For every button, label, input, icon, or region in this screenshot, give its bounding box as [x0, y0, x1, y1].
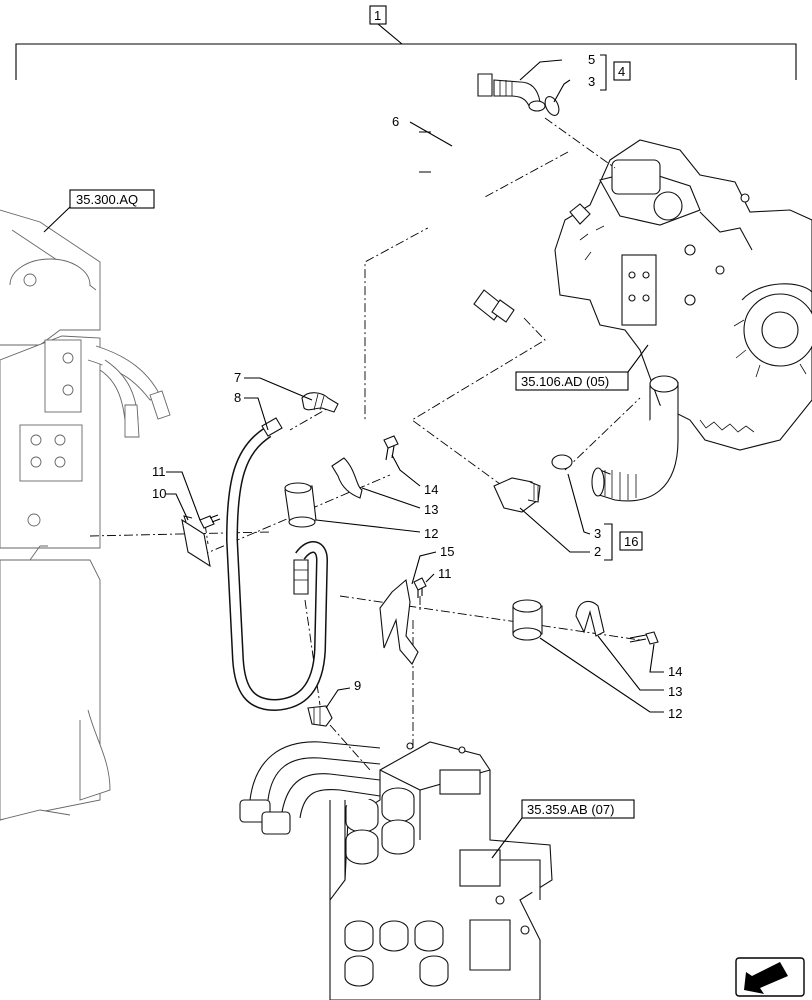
callout-5: 5 [588, 52, 595, 67]
callout-13-lower: 13 [668, 684, 682, 699]
callout-7: 7 [234, 370, 241, 385]
fitting-5[interactable] [493, 79, 546, 112]
assembly-bracket: 1 [15, 5, 797, 80]
callout-14-upper: 14 [424, 482, 438, 497]
o-ring-3-lower[interactable] [551, 454, 573, 470]
hose-6[interactable] [419, 73, 515, 323]
callout-9: 9 [354, 678, 361, 693]
callout-14-lower: 14 [668, 664, 682, 679]
bolt-11-left[interactable] [199, 514, 221, 529]
pump-assembly [554, 139, 812, 451]
callout-8: 8 [234, 390, 241, 405]
group-bracket-16: 16 [604, 523, 643, 561]
callout-2: 2 [594, 544, 601, 559]
clamp-13-left[interactable] [331, 457, 363, 499]
leader-lines [166, 59, 664, 713]
control-valve [325, 741, 553, 1000]
callout-4: 4 [618, 64, 625, 79]
assembly-lines [89, 117, 641, 771]
callout-12-upper: 12 [424, 526, 438, 541]
callout-1: 1 [374, 8, 381, 23]
bolt-14-upper[interactable] [383, 435, 399, 461]
reference-box-valve[interactable]: 35.359.AB (07) [491, 799, 635, 859]
valve-side-hoses [239, 741, 381, 900]
reference-label-pump: 35.106.AD (05) [521, 374, 609, 389]
reference-box-left[interactable]: 35.300.AQ [43, 189, 155, 233]
fitting-2[interactable] [493, 477, 541, 513]
callout-16: 16 [624, 534, 638, 549]
reference-label-valve: 35.359.AB (07) [527, 802, 614, 817]
callout-11-right: 11 [438, 566, 452, 581]
callout-11-left: 11 [152, 464, 166, 479]
callout-12-lower: 12 [668, 706, 682, 721]
bolt-14-lower[interactable] [629, 631, 659, 645]
arrow-icon[interactable] [735, 957, 805, 997]
callout-10: 10 [152, 486, 166, 501]
fitting-7[interactable] [301, 392, 339, 413]
callout-13-upper: 13 [424, 502, 438, 517]
fitting-9[interactable] [307, 705, 333, 727]
grommet-12-left[interactable] [284, 482, 317, 528]
callouts: 5 3 6 7 8 11 10 14 13 12 15 11 9 3 2 14 … [152, 52, 682, 721]
bolt-11-right[interactable] [413, 577, 427, 598]
bracket-15[interactable] [379, 578, 419, 665]
grommet-12-right[interactable] [512, 599, 543, 641]
callout-15: 15 [440, 544, 454, 559]
hose-8[interactable] [225, 417, 329, 712]
group-bracket-4: 4 [600, 54, 631, 91]
reference-box-pump[interactable]: 35.106.AD (05) [515, 344, 649, 391]
o-ring-3-top[interactable] [542, 94, 561, 117]
callout-3-lower: 3 [594, 526, 601, 541]
reference-label-left: 35.300.AQ [76, 192, 138, 207]
callout-3-top: 3 [588, 74, 595, 89]
clamp-13-right[interactable] [575, 600, 605, 637]
left-housing [0, 209, 171, 821]
callout-6: 6 [392, 114, 399, 129]
pump-outlet-pipe [591, 375, 679, 502]
